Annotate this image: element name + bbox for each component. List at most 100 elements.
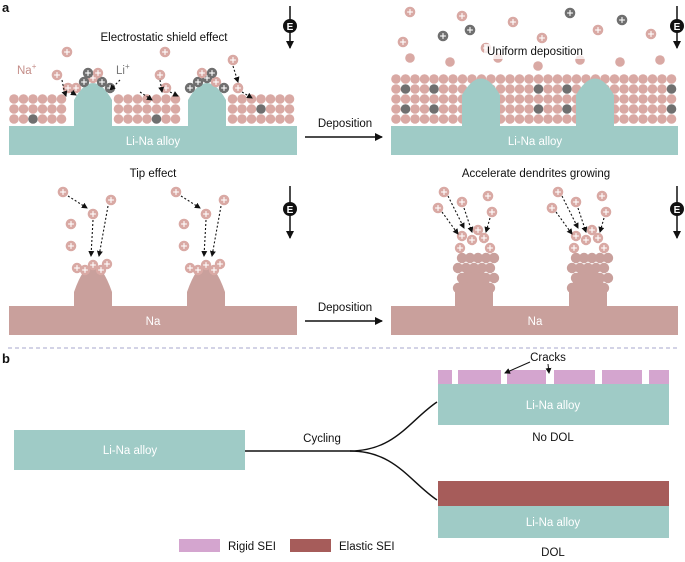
ion (391, 74, 401, 84)
ion (18, 104, 29, 114)
dendrite-seed (74, 83, 112, 126)
electrostatic-shield-scene: Li-Na alloy Electrostatic shield effect … (9, 32, 297, 155)
na-ion (62, 82, 74, 94)
ion (65, 218, 77, 230)
sodium-deposit (456, 252, 468, 264)
ion (533, 94, 544, 104)
ion (619, 74, 629, 84)
ion (246, 104, 257, 114)
ion (265, 104, 276, 114)
ion (227, 94, 238, 104)
ion (628, 74, 639, 84)
ion (18, 114, 29, 124)
ion (571, 74, 582, 84)
ion (37, 94, 48, 104)
ion (552, 114, 563, 124)
ion (56, 104, 67, 114)
sodium-deposit (590, 282, 602, 294)
substrate-label: Na (146, 316, 161, 328)
sodium-deposit (570, 252, 582, 264)
ion (647, 74, 658, 84)
li-na-alloy-substrate-right (391, 126, 678, 155)
sodium-substrate-right (391, 306, 678, 335)
ion (533, 84, 544, 94)
ion (457, 74, 468, 84)
ion-path-arrow (139, 91, 153, 101)
ion (237, 94, 247, 104)
na-ion (232, 82, 244, 94)
ion-path-arrow (561, 195, 579, 229)
ion (405, 53, 415, 63)
ion-path-arrow (96, 205, 109, 257)
sodium-deposit (452, 262, 464, 274)
ion (580, 234, 592, 246)
ion (400, 84, 411, 94)
sodium-deposit (602, 252, 614, 264)
ion (132, 114, 143, 124)
ion (429, 104, 439, 114)
sodium-deposit (594, 252, 606, 264)
ion (448, 94, 458, 104)
ion (666, 114, 677, 124)
ions (432, 186, 612, 254)
na-ion (456, 10, 468, 22)
ion-path-arrow (598, 217, 605, 233)
ion (132, 104, 143, 114)
dendrite-seeds (74, 83, 226, 126)
ion (9, 104, 19, 114)
ion (438, 114, 449, 124)
sodium-deposit (578, 272, 590, 284)
ion (113, 104, 124, 114)
ion (265, 94, 276, 104)
ion (275, 114, 285, 124)
ion (448, 84, 458, 94)
ion (615, 57, 625, 67)
ion-path-arrow (209, 205, 222, 257)
ion (142, 114, 152, 124)
tip-effect-scene: Tip effect Na (9, 168, 297, 335)
na-ion (227, 54, 239, 66)
substrate-label: Na (528, 316, 543, 328)
ion (170, 94, 181, 104)
cycling-branch-top (245, 401, 438, 452)
free-ions (51, 46, 244, 94)
ion (184, 262, 196, 274)
ion (666, 94, 677, 104)
ion (466, 234, 478, 246)
svg-text:E: E (287, 22, 294, 33)
ion (237, 114, 247, 124)
block-label: Li-Na alloy (103, 445, 158, 457)
ion (482, 190, 494, 202)
ion (400, 74, 411, 84)
ion (9, 94, 19, 104)
ion (647, 84, 658, 94)
na-ion (404, 6, 416, 18)
sodium-deposit (574, 282, 586, 294)
dense-ion-layer (391, 53, 677, 124)
ion (562, 104, 572, 114)
li-ion (564, 7, 576, 19)
li-ion (192, 76, 204, 88)
ion (456, 230, 468, 242)
na-ion-label: Na+ (17, 62, 37, 77)
ion (666, 74, 677, 84)
ion (37, 104, 48, 114)
ion (619, 94, 629, 104)
svg-text:E: E (674, 22, 681, 33)
rigid-sei-layer (438, 370, 669, 384)
cycling-label: Cycling (303, 433, 341, 445)
ion (284, 114, 295, 124)
ion (543, 94, 553, 104)
ion-path-arrow (484, 217, 491, 233)
ion (533, 114, 544, 124)
ion (619, 104, 629, 114)
ion (592, 232, 604, 244)
ion (246, 114, 257, 124)
sodium-deposit (476, 262, 488, 274)
ion-path-arrow (241, 91, 253, 99)
ion (432, 202, 444, 214)
ion (552, 84, 563, 94)
na-ion (160, 82, 172, 94)
sodium-deposit (484, 282, 496, 294)
